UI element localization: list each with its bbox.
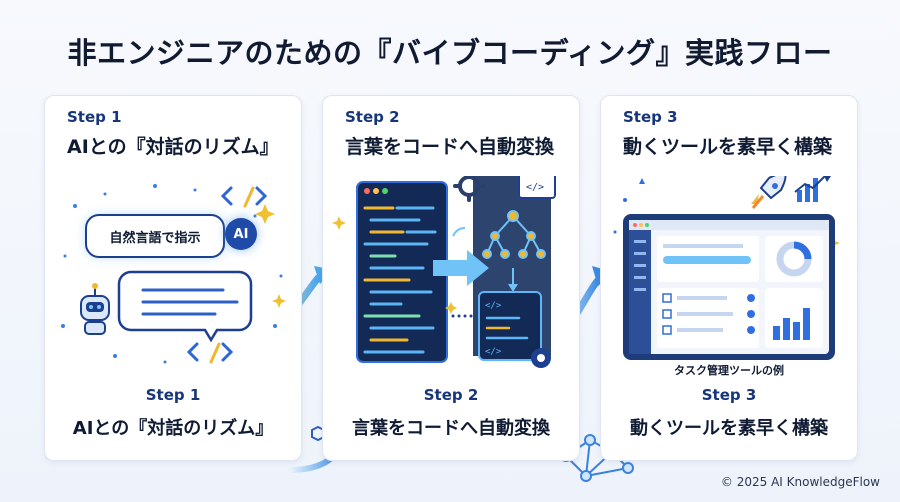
speech-bubble [117,270,253,343]
step3-heading-bottom: 動くツールを素早く構築 [630,418,828,439]
svg-text:</>: </> [485,347,502,357]
step3-label-bottom: Step 3 [701,386,757,404]
step3-heading-top: 動くツールを素早く構築 [623,136,833,158]
step1-card: Step 1 AIとの『対話のリズム』 [44,95,302,461]
step1-heading-bottom: AIとの『対話のリズム』 [72,418,274,439]
code-window-icon: </> [518,176,556,199]
tablet-dashboard [623,214,835,360]
copyright-text: © 2025 AI KnowledgeFlow [720,475,880,489]
star-icon [332,216,346,230]
step3-caption: タスク管理ツールの例 [674,364,784,377]
growth-chart-icon [794,176,831,202]
page-title: 非エンジニアのための『バイブコーディング』実践フロー [67,36,833,70]
step2-label-top: Step 2 [345,108,400,126]
step3-card: Step 3 動くツールを素早く構築 [600,95,858,461]
gear-icon [453,176,485,202]
robot-icon [80,283,110,335]
svg-text:</>: </> [526,182,544,193]
step2-heading-top: 言葉をコードへ自動変換 [345,136,555,158]
ai-badge: AI [225,218,257,250]
step1-label-top: Step 1 [67,108,122,126]
rocket-icon [751,176,787,209]
output-code-window: </> </> [478,291,542,361]
step1-heading-top: AIとの『対話のリズム』 [67,136,279,158]
step1-label-bottom: Step 1 [145,386,201,404]
code-editor-window [356,181,448,363]
sparkle-dots [61,184,283,364]
gear-icon [531,348,551,368]
step2-illustration: </> </> </> [323,176,579,382]
svg-text:</>: </> [485,301,502,311]
step2-heading-bottom: 言葉をコードへ自動変換 [352,418,550,439]
code-brackets-icon [186,186,268,364]
star-icon [255,204,286,308]
tree-icon [482,210,546,259]
step2-label-bottom: Step 2 [423,386,479,404]
step1-illustration: 自然言語で指示 AI [45,176,301,382]
step3-label-top: Step 3 [623,108,678,126]
step2-card: Step 2 言葉をコードへ自動変換 [322,95,580,461]
conversion-arrow-icon [433,250,489,286]
step3-illustration [601,176,857,382]
instruction-bubble: 自然言語で指示 [85,214,225,258]
